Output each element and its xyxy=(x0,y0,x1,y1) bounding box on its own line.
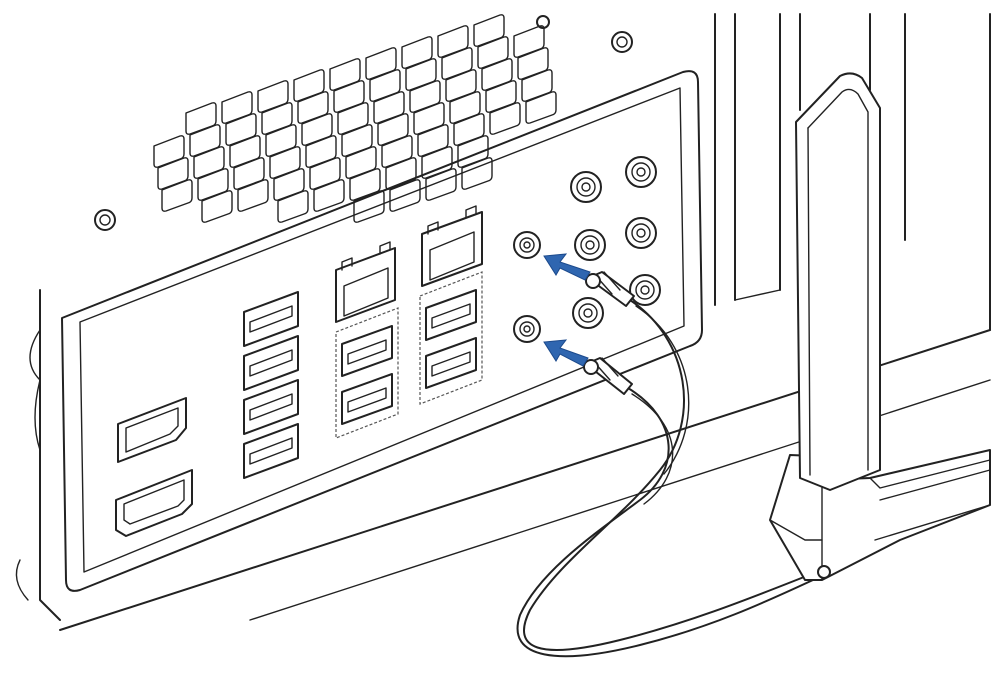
vent-slot xyxy=(305,135,337,168)
usb-port-icon xyxy=(243,291,299,347)
audio-jack-icon xyxy=(625,156,657,188)
vent-slot xyxy=(333,80,365,113)
vent-slot xyxy=(381,135,413,168)
audio-jack-icon xyxy=(625,217,657,249)
vent-slot xyxy=(161,179,193,212)
antenna-plug-icon xyxy=(583,357,633,395)
usb-port-icon xyxy=(243,335,299,391)
displayport-icon xyxy=(117,397,187,463)
antenna-connector-icon xyxy=(513,315,541,343)
vent-slot xyxy=(225,113,257,146)
vent-slot xyxy=(329,58,361,91)
vent-slot xyxy=(301,113,333,146)
usb-port-group-dashed xyxy=(335,271,483,439)
vent-slot xyxy=(401,36,433,69)
lan-port-icon xyxy=(335,241,396,323)
antenna-plug-icon xyxy=(585,271,635,307)
vent-slot xyxy=(269,146,301,179)
usb-port-icon xyxy=(341,373,393,425)
vent-slot xyxy=(517,47,549,80)
usb-port-icon xyxy=(243,379,299,435)
usb-port-icon xyxy=(425,337,477,389)
vent-slot xyxy=(485,80,517,113)
vent-slot xyxy=(345,146,377,179)
audio-jack-group xyxy=(570,156,661,329)
vent-slot xyxy=(233,157,265,190)
vent-slot xyxy=(337,102,369,135)
vent-slot xyxy=(189,124,221,157)
vent-slot xyxy=(477,36,509,69)
vent-slot xyxy=(525,91,557,124)
io-shield xyxy=(61,70,703,592)
vent-slot xyxy=(153,135,185,168)
antenna-blade-icon xyxy=(795,72,881,491)
vent-slot xyxy=(421,146,453,179)
insert-arrow-icon xyxy=(543,339,589,367)
screw-icon xyxy=(94,209,116,231)
usb-port-group xyxy=(243,289,477,479)
vent-slot xyxy=(373,91,405,124)
vent-slot xyxy=(261,102,293,135)
vent-slot xyxy=(237,179,269,212)
vent-slot xyxy=(277,190,309,223)
vent-slot xyxy=(521,69,553,102)
screw-icon xyxy=(611,31,633,53)
antenna-connector-icon xyxy=(513,231,541,259)
vent-slot xyxy=(453,113,485,146)
vent-slot xyxy=(185,102,217,135)
vent-slot xyxy=(437,25,469,58)
vent-slot xyxy=(389,179,421,212)
screw-icon xyxy=(536,15,550,29)
vent-slot xyxy=(377,113,409,146)
vent-slot xyxy=(265,124,297,157)
vent-slot xyxy=(405,58,437,91)
vent-slot xyxy=(449,91,481,124)
audio-jack-icon xyxy=(629,274,661,306)
vent-slot xyxy=(257,80,289,113)
vent-slot xyxy=(369,69,401,102)
antenna-cable xyxy=(516,299,827,658)
vent-slot xyxy=(365,47,397,80)
vent-slot xyxy=(221,91,253,124)
vent-slot xyxy=(193,146,225,179)
usb-port-icon xyxy=(243,423,299,479)
vent-slot xyxy=(309,157,341,190)
audio-jack-icon xyxy=(570,171,602,203)
vent-slot xyxy=(297,91,329,124)
vent-slot xyxy=(197,168,229,201)
vent-slot xyxy=(409,80,441,113)
vent-slot xyxy=(473,14,505,47)
vent-slot xyxy=(425,168,457,201)
usb-port-icon xyxy=(425,289,477,341)
vent-slot xyxy=(441,47,473,80)
vent-slot xyxy=(293,69,325,102)
vent-slot xyxy=(445,69,477,102)
audio-jack-icon xyxy=(574,229,606,261)
vent-slot xyxy=(417,124,449,157)
vent-slot xyxy=(489,102,521,135)
vent-slot xyxy=(481,58,513,91)
insert-arrow-icon xyxy=(543,253,591,281)
vent-slot xyxy=(273,168,305,201)
vent-slot xyxy=(201,190,233,223)
vent-slot xyxy=(349,168,381,201)
vent-slot xyxy=(157,157,189,190)
vent-slot xyxy=(341,124,373,157)
vent-slot xyxy=(461,157,493,190)
lan-port-icon xyxy=(421,205,483,287)
usb-port-icon xyxy=(341,325,393,377)
vent-slot xyxy=(513,25,545,58)
vent-slot xyxy=(457,135,489,168)
hdmi-port-icon xyxy=(115,469,193,537)
vent-slot xyxy=(413,102,445,135)
vent-slot xyxy=(313,179,345,212)
audio-jack-icon xyxy=(572,297,604,329)
vent-slot xyxy=(229,135,261,168)
vent-grille-icon xyxy=(153,14,557,223)
